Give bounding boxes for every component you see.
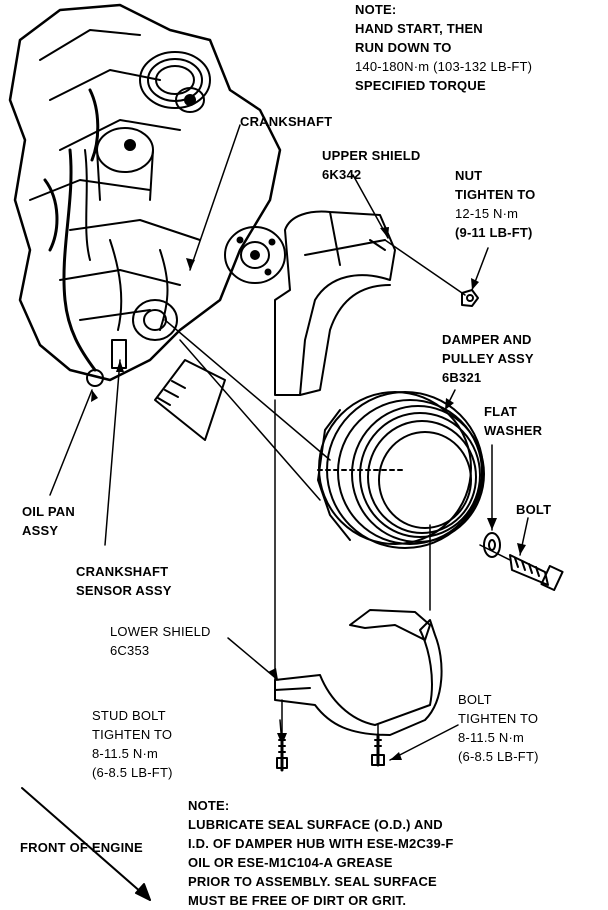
lower-shield-name: LOWER SHIELD [110,624,211,639]
top-note-line3: RUN DOWN TO [355,40,452,55]
label-lower-shield: LOWER SHIELD 6C353 [110,622,211,660]
bottom-note-line4: OIL OR ESE-M1C104-A GREASE [188,855,393,870]
oil-pan-line1: OIL PAN [22,504,75,519]
leader-arrowheads [91,227,526,760]
nut-torque-lbft: (9-11 LB-FT) [455,225,533,240]
label-front-of-engine: FRONT OF ENGINE [20,840,143,855]
crankshaft-nose [132,299,178,341]
label-upper-shield: UPPER SHIELD 6K342 [322,146,420,184]
label-flat-washer: FLAT WASHER [484,402,542,440]
top-note-line2: HAND START, THEN [355,21,483,36]
stud-bolt-torque-nm: 8-11.5 N·m [92,746,159,761]
top-note-line5: SPECIFIED TORQUE [355,78,486,93]
label-crankshaft: CRANKSHAFT [240,114,333,129]
top-note-torque: 140-180N·m (103-132 LB-FT) [355,59,533,74]
alignment-lines [164,239,511,741]
nut-tighten: TIGHTEN TO [455,187,536,202]
label-damper-pulley: DAMPER AND PULLEY ASSY 6B321 [442,330,534,387]
flat-washer [483,532,501,558]
label-nut: NUT TIGHTEN TO 12-15 N·m (9-11 LB-FT) [455,166,535,242]
shield-nut [461,289,479,307]
label-stud-bolt: STUD BOLT TIGHTEN TO 8-11.5 N·m (6-8.5 L… [92,706,173,782]
bottom-note-line6: MUST BE FREE OF DIRT OR GRIT. [188,893,407,908]
engine-block [8,3,286,441]
lower-bolt-tighten: TIGHTEN TO [458,711,539,726]
water-pump [224,226,286,284]
lower-bolt-torque-nm: 8-11.5 N·m [458,730,525,745]
top-note: NOTE: HAND START, THEN RUN DOWN TO 140-1… [355,0,532,95]
upper-shield-name: UPPER SHIELD [322,148,421,163]
upper-pulley [139,51,211,113]
label-lower-bolt: BOLT TIGHTEN TO 8-11.5 N·m (6-8.5 LB-FT) [458,690,539,766]
damper-line2: PULLEY ASSY [442,351,534,366]
damper-line1: DAMPER AND [442,332,532,347]
oil-pan-line2: ASSY [22,523,59,538]
lower-bolt-name: BOLT [458,692,492,707]
lower-shield-part: 6C353 [110,643,150,658]
flat-washer-line2: WASHER [484,423,543,438]
upper-shield-part: 6K342 [322,167,362,182]
bottom-note: NOTE: LUBRICATE SEAL SURFACE (O.D.) AND … [188,796,454,910]
stud-bolt-torque-lbft: (6-8.5 LB-FT) [92,765,173,780]
crankshaft-sensor-line1: CRANKSHAFT [76,564,169,579]
stud-bolt-name: STUD BOLT [92,708,166,723]
label-oil-pan: OIL PAN ASSY [22,502,75,540]
flat-washer-line1: FLAT [484,404,518,419]
top-note-line1: NOTE: [355,2,397,17]
damper-pulley [317,391,485,549]
nut-name: NUT [455,168,483,183]
bottom-note-line3: I.D. OF DAMPER HUB WITH ESE-M2C39-F [188,836,454,851]
bottom-note-line5: PRIOR TO ASSEMBLY. SEAL SURFACE [188,874,437,889]
damper-part: 6B321 [442,370,482,385]
upper-shield [274,210,396,396]
front-of-engine-arrow [21,787,151,901]
distributor [96,127,154,201]
oil-filter [154,359,226,441]
damper-bolt [509,554,564,592]
stud-bolt-tighten: TIGHTEN TO [92,727,173,742]
bottom-note-line2: LUBRICATE SEAL SURFACE (O.D.) AND [188,817,443,832]
lower-shield [274,609,443,736]
crankshaft-sensor-line2: SENSOR ASSY [76,583,172,598]
lower-bolt-torque-lbft: (6-8.5 LB-FT) [458,749,539,764]
nut-torque-nm: 12-15 N·m [455,206,519,221]
bottom-note-line1: NOTE: [188,798,230,813]
label-bolt: BOLT [516,502,552,517]
label-crankshaft-sensor: CRANKSHAFT SENSOR ASSY [76,562,172,600]
